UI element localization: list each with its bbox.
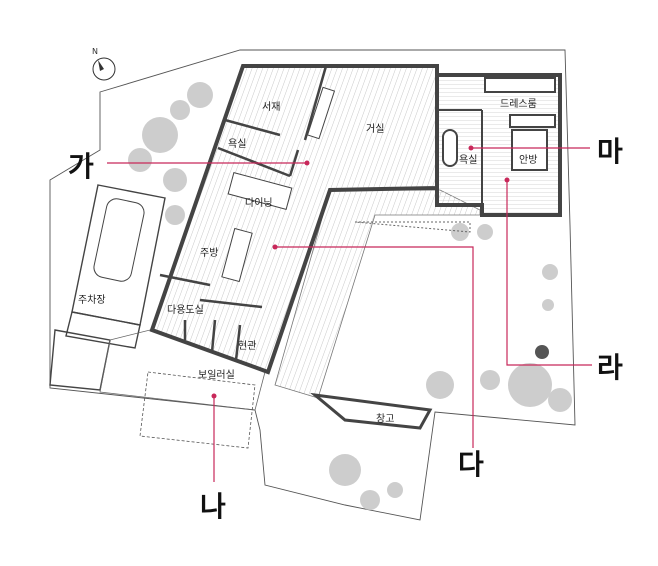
- room-label-kitchen: 주방: [200, 247, 218, 259]
- room-label-boiler: 보일러실: [198, 369, 235, 381]
- marker-ma: 마: [597, 135, 623, 168]
- storage-building: [310, 392, 433, 430]
- room-label-dressroom: 드레스룸: [500, 98, 537, 110]
- room-label-study: 서재: [262, 101, 280, 113]
- shrub-icon: [535, 345, 549, 359]
- tree-icons: [128, 82, 572, 510]
- sofa: [306, 86, 336, 140]
- marker-ra: 라: [597, 351, 623, 384]
- room-label-parking: 주차장: [78, 294, 106, 306]
- dining-table: [227, 171, 293, 211]
- room-label-dining: 다이닝: [245, 197, 273, 209]
- room-label-bath2: 욕실: [459, 154, 477, 166]
- car-icon: [93, 198, 145, 282]
- room-label-master: 안방: [519, 154, 537, 166]
- room-label-living: 거실: [366, 123, 384, 135]
- house-main: [149, 64, 439, 375]
- marker-ga: 가: [68, 150, 94, 183]
- room-label-bath1: 욕실: [228, 138, 246, 150]
- marker-da: 다: [458, 448, 484, 481]
- compass-label: N: [92, 47, 98, 56]
- kitchen-island: [221, 227, 253, 283]
- north-compass-icon: N: [92, 47, 116, 81]
- parking-area: [49, 184, 166, 391]
- marker-na: 나: [200, 490, 226, 523]
- room-label-utility: 다용도실: [167, 304, 204, 316]
- room-label-entrance: 현관: [238, 340, 256, 352]
- site-boundary: [49, 49, 576, 521]
- section-leaders: [107, 145, 592, 482]
- room-label-storage: 창고: [376, 413, 394, 425]
- driveway-dashed: [139, 371, 256, 449]
